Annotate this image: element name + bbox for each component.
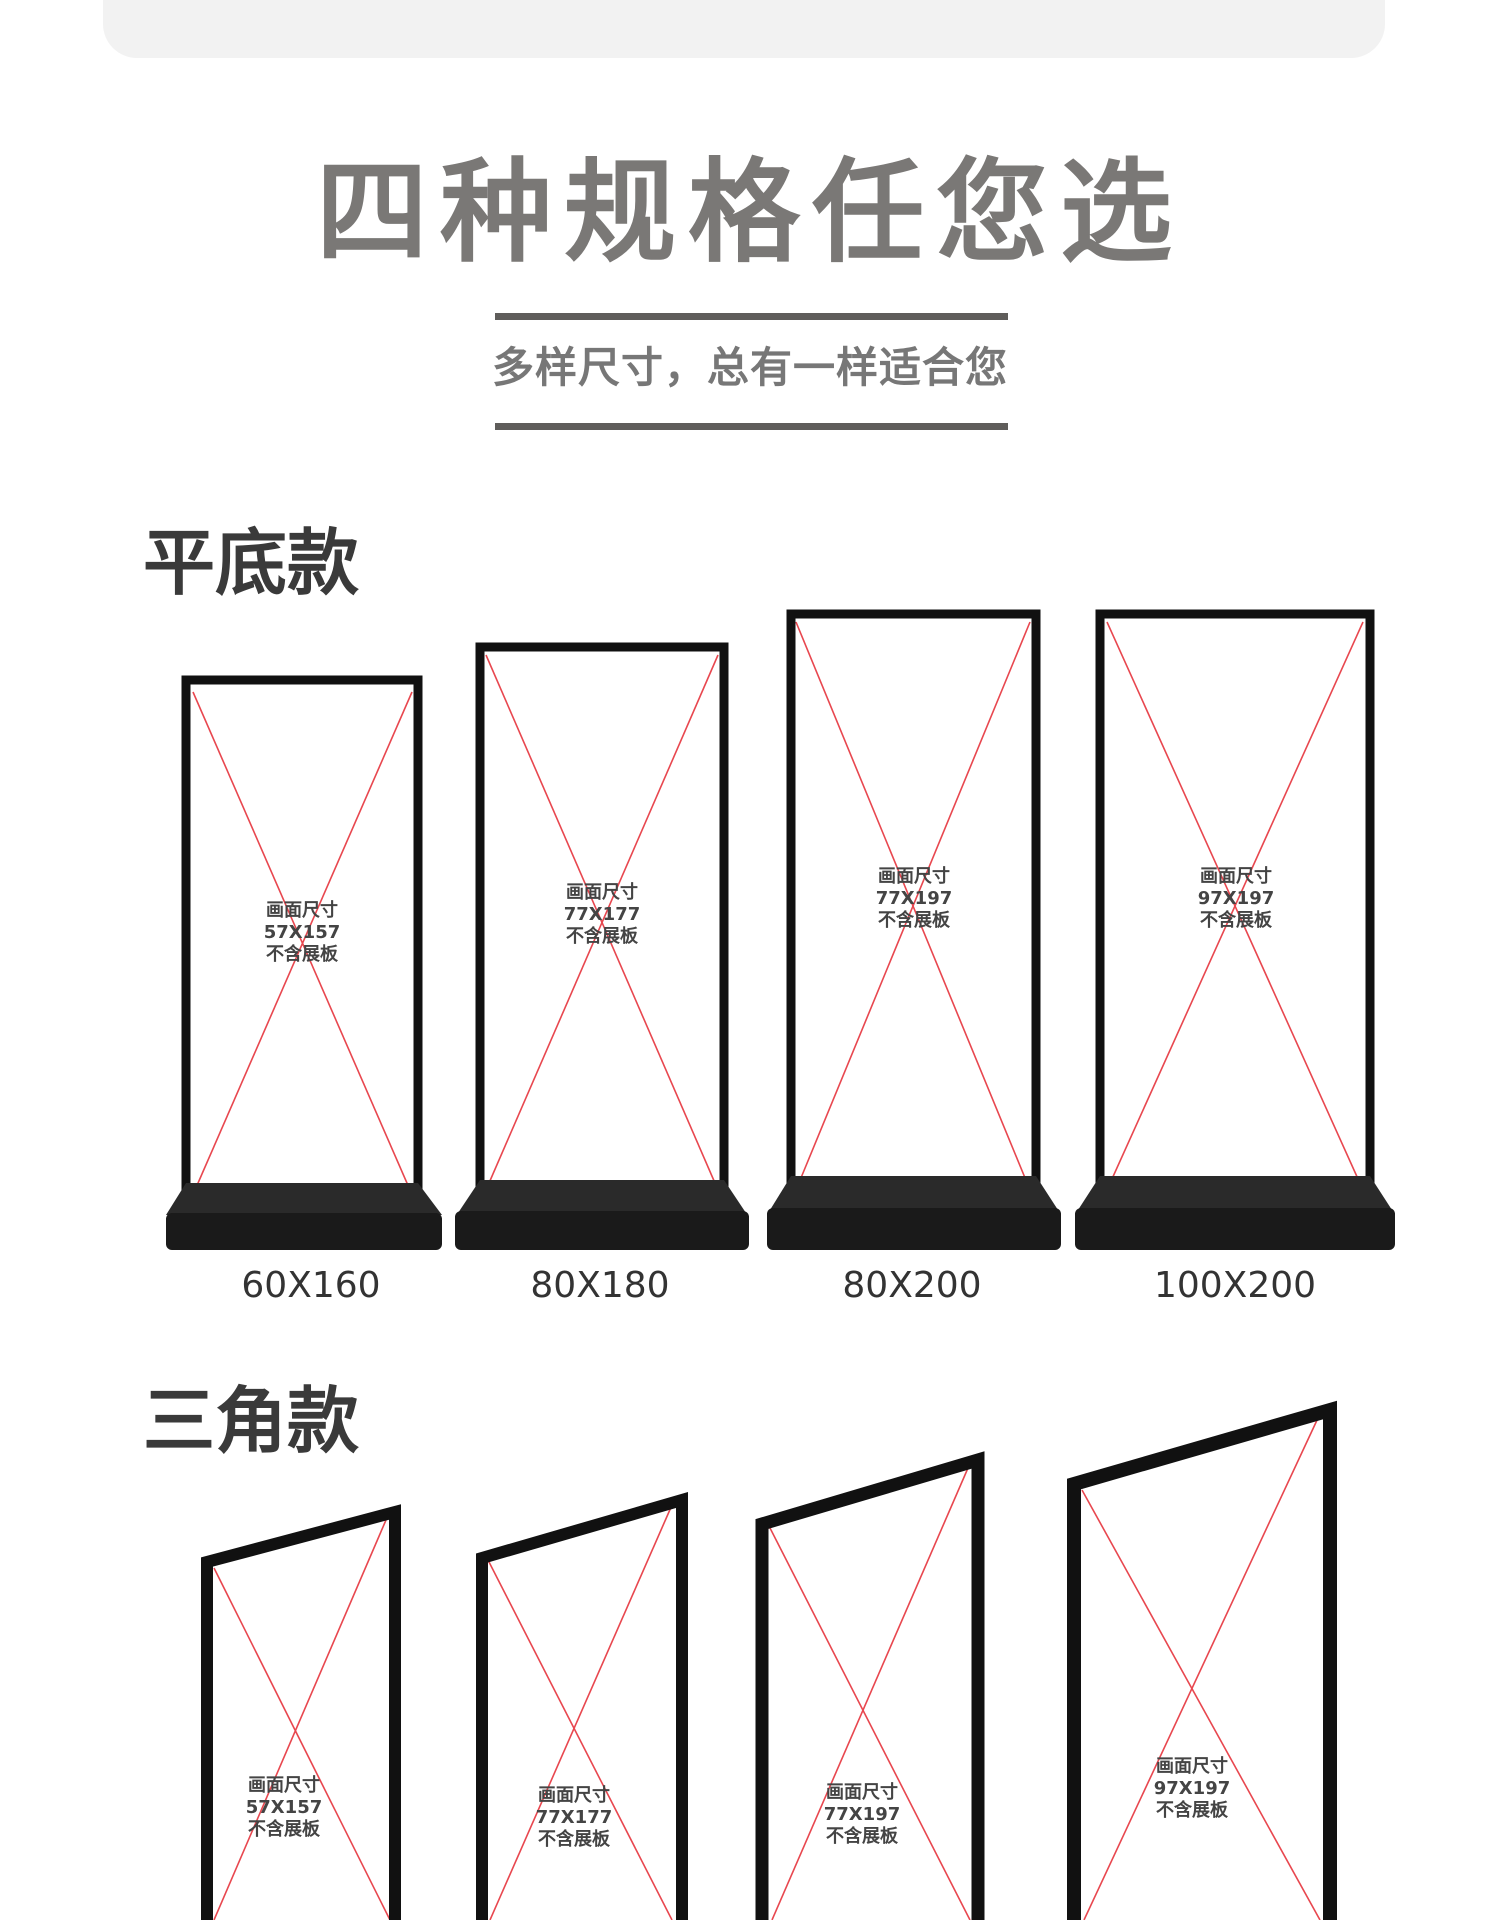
flat-stand-80x200 [767, 609, 1061, 1250]
flat-section-title: 平底款 [143, 521, 360, 605]
page-title: 四种规格任您选 [316, 148, 1184, 278]
triangle-section-title: 三角款 [143, 1379, 360, 1463]
flat-stand-1-inner-label: 画面尺寸 57X157 不含展板 [263, 900, 341, 965]
flat-stand-3-inner-label: 画面尺寸 77X197 不含展板 [875, 866, 953, 931]
triangle-stand-4 [1067, 1400, 1337, 1920]
page-subtitle: 多样尺寸，总有一样适合您 [491, 343, 1008, 392]
flat-stand-100x200 [1075, 609, 1395, 1250]
size-label-80x200: 80X200 [842, 1265, 982, 1306]
flat-stand-4-inner-label: 画面尺寸 97X197 不含展板 [1197, 866, 1275, 931]
triangle-stand-3 [755, 1451, 985, 1920]
triangle-stand-2-inner-label: 画面尺寸 77X177 不含展板 [535, 1785, 613, 1850]
size-label-80x180: 80X180 [530, 1265, 670, 1306]
flat-stand-80x180 [455, 642, 749, 1250]
flat-stand-60x160 [166, 675, 442, 1250]
triangle-stand-2 [476, 1492, 688, 1920]
size-label-100x200: 100X200 [1153, 1265, 1317, 1306]
top-banner-edge [103, 0, 1385, 58]
title-divider-top [495, 313, 1008, 320]
flat-stand-2-inner-label: 画面尺寸 77X177 不含展板 [563, 882, 641, 947]
triangle-stand-1-inner-label: 画面尺寸 57X157 不含展板 [245, 1775, 323, 1840]
title-divider-bottom [495, 423, 1008, 430]
size-label-60x160: 60X160 [241, 1265, 381, 1306]
triangle-stand-1 [201, 1504, 401, 1920]
triangle-stand-3-inner-label: 画面尺寸 77X197 不含展板 [823, 1782, 901, 1847]
triangle-stand-4-inner-label: 画面尺寸 97X197 不含展板 [1153, 1756, 1231, 1821]
